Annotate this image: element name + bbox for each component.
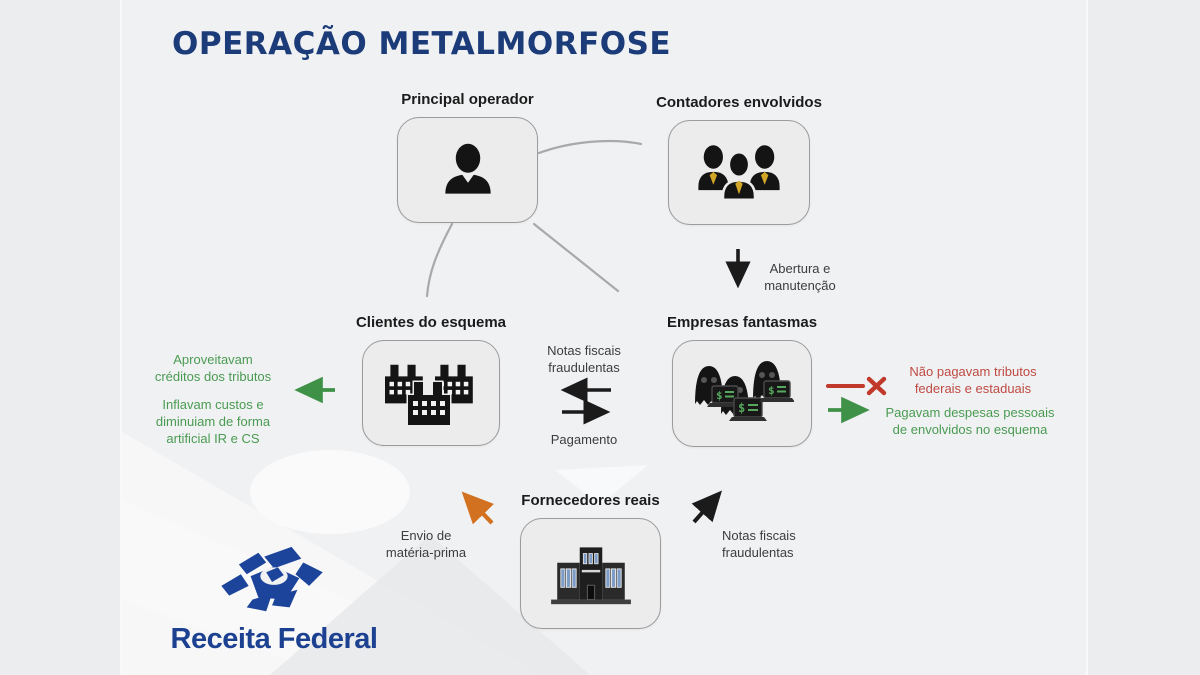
line-principal-to-contadores (537, 139, 643, 155)
node-title-contadores: Contadores envolvidos (656, 94, 822, 111)
page-title: OPERAÇÃO METALMORFOSE (172, 26, 672, 62)
caption-pagavam-despesas: Pagavam despesas pessoais de envolvidos … (885, 405, 1055, 438)
caption-abertura-manutencao: Abertura e manutenção (764, 261, 836, 294)
node-box-empresas: $ $ $ (672, 340, 812, 447)
line-principal-to-empresas (532, 222, 620, 293)
receita-federal-wordmark: Receita Federal (170, 623, 378, 655)
caption-aproveitavam-creditos: Aproveitavam créditos dos tributos (154, 352, 272, 385)
node-title-fornecedores: Fornecedores reais (521, 492, 660, 509)
node-contadores-envolvidos: Contadores envolvidos (656, 94, 822, 225)
caption-notas-fiscais-bottom: Notas fiscais fraudulentas (722, 528, 796, 561)
caption-inflavam-custos: Inflavam custos e diminuiam de forma art… (155, 397, 271, 447)
receita-federal-logo: Receita Federal (160, 543, 388, 656)
node-clientes-do-esquema: Clientes do esquema (356, 314, 506, 446)
caption-envio-materia-prima: Envio de matéria-prima (385, 528, 467, 561)
factories-icon (385, 364, 473, 427)
dollar-glyph: $ (738, 401, 745, 415)
left-margin-band (0, 0, 122, 675)
person-icon (444, 143, 491, 194)
node-title-clientes: Clientes do esquema (355, 314, 507, 331)
caption-nao-pagavam-tributos: Não pagavam tributos federais e estaduai… (909, 364, 1037, 397)
dollar-glyph: $ (768, 384, 775, 397)
node-box-clientes (362, 340, 500, 446)
office-building-icon (550, 546, 631, 604)
receita-federal-emblem-icon (221, 546, 323, 612)
node-empresas-fantasmas: Empresas fantasmas (667, 314, 817, 447)
line-principal-to-clientes (425, 222, 454, 298)
node-title-principal: Principal operador (401, 91, 534, 108)
node-box-principal (397, 117, 538, 223)
dollar-glyph: $ (716, 389, 723, 402)
caption-pagamento: Pagamento (550, 432, 618, 447)
node-principal-operador: Principal operador (397, 91, 538, 223)
node-box-contadores (668, 120, 810, 225)
arrow-fornecedores-to-empresas (691, 490, 722, 524)
node-fornecedores-reais: Fornecedores reais (520, 492, 661, 629)
right-margin-band (1086, 0, 1200, 675)
node-box-fornecedores (520, 518, 661, 629)
accountants-icon (698, 144, 780, 201)
arrow-fornecedores-to-clientes-orange (461, 491, 495, 525)
node-title-empresas: Empresas fantasmas (666, 314, 818, 331)
caption-notas-fiscais-mid: Notas fiscais fraudulentas (547, 343, 621, 376)
arrow-empresas-blocked-red (826, 376, 887, 396)
ghost-companies-icon: $ $ $ (695, 360, 794, 421)
